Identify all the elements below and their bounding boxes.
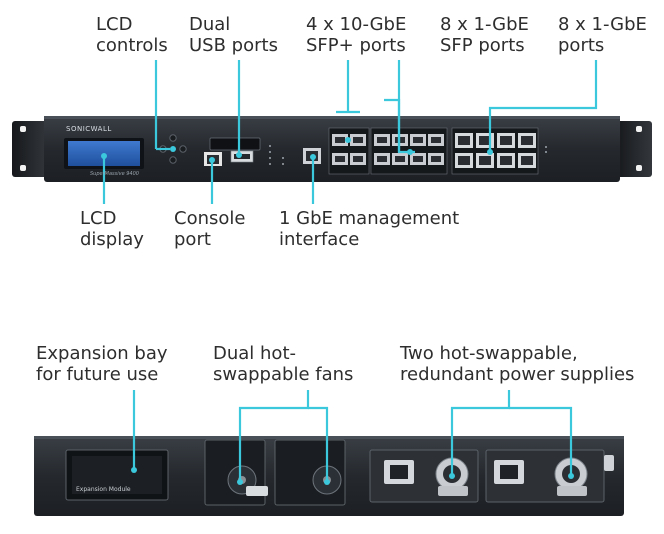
label-power-supplies: Two hot-swappable,redundant power suppli…	[400, 343, 635, 385]
brand-logo: SONICWALL	[66, 125, 112, 133]
power-supply-1[interactable]	[369, 449, 479, 503]
label-fans: Dual hot-swappable fans	[213, 343, 354, 385]
fan-module-1[interactable]	[204, 439, 268, 506]
bypass-leds	[545, 146, 547, 153]
rear-callout-dots	[131, 467, 574, 485]
rack-ear-left	[12, 121, 48, 177]
copper-ports[interactable]	[451, 127, 539, 175]
front-callout-dots	[101, 137, 413, 159]
usb-slot-top[interactable]	[209, 137, 261, 151]
power-supply-2[interactable]	[485, 449, 605, 503]
fan-module-2[interactable]	[274, 439, 346, 506]
model-name: SuperMassive 9400	[90, 171, 139, 177]
rear-panel-diagram	[34, 436, 624, 516]
lcd-control-buttons[interactable]	[159, 134, 187, 164]
sfp-plus-ports[interactable]	[328, 127, 370, 175]
rack-ear-right	[616, 121, 652, 177]
rear-callout-lines	[132, 390, 573, 482]
expansion-module-label: Expansion Module	[76, 486, 131, 493]
status-leds	[269, 145, 284, 165]
